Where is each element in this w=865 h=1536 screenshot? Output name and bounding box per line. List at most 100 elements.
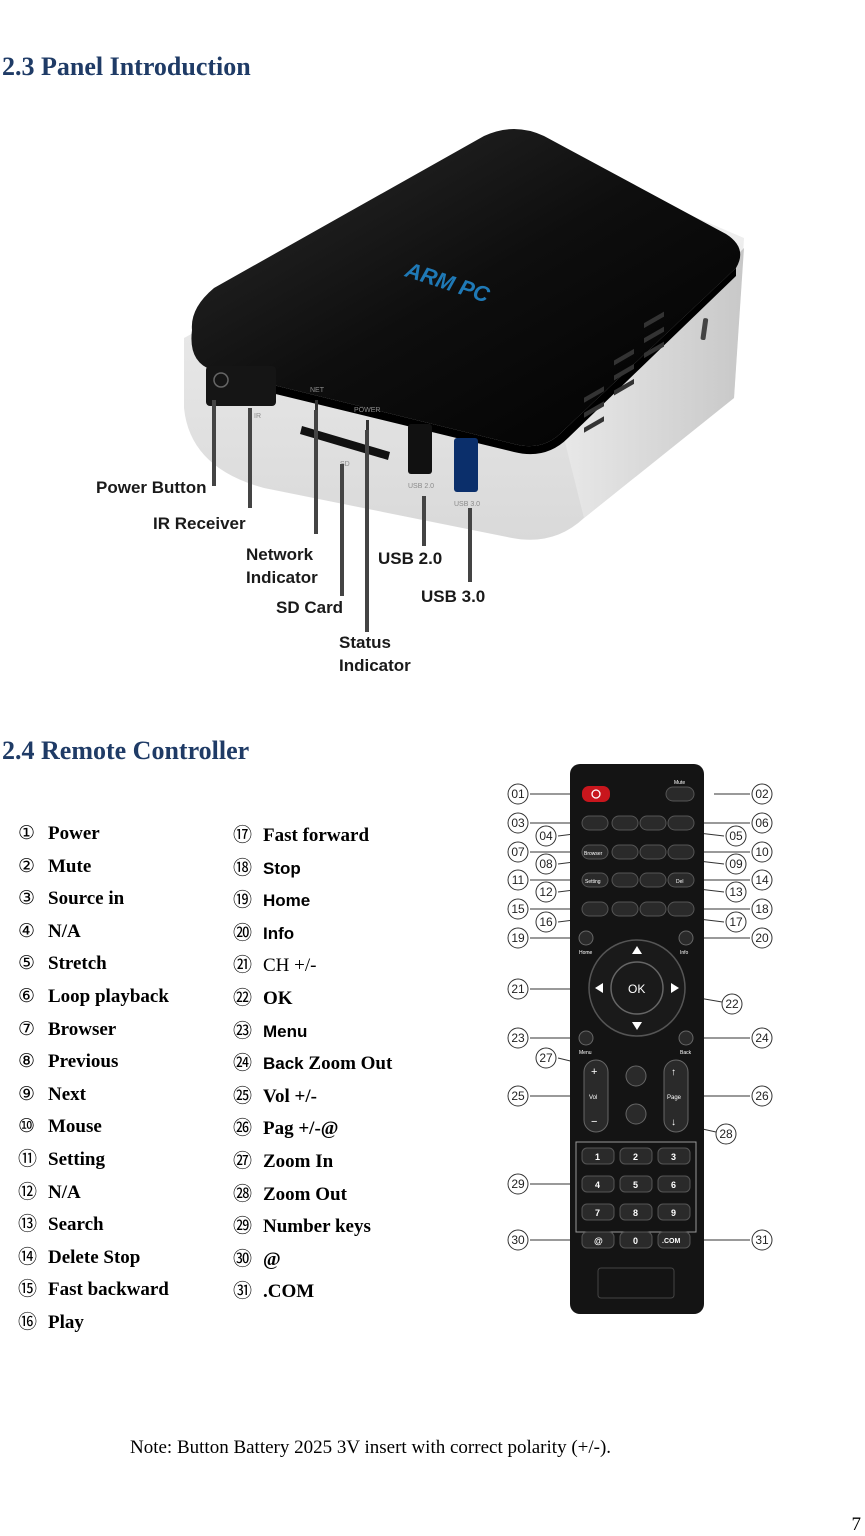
legend-item: ㉛.COM: [233, 1280, 315, 1303]
power-button[interactable]: [206, 366, 276, 406]
remote-zoom-in-key[interactable]: [625, 1065, 647, 1087]
remote-vol-rocker[interactable]: [583, 1059, 609, 1133]
svg-text:2: 2: [633, 1152, 638, 1162]
svg-text:6: 6: [671, 1180, 676, 1190]
remote-key-7[interactable]: [581, 1203, 615, 1221]
remote-key-1[interactable]: [581, 1147, 615, 1165]
callout-circle: [507, 812, 529, 834]
callout-number: 13: [729, 885, 743, 899]
remote-key-3[interactable]: [657, 1147, 691, 1165]
remote-previous-key[interactable]: [611, 844, 639, 860]
remote-ok-key[interactable]: [610, 961, 664, 1015]
page-number: 7: [851, 1514, 862, 1535]
svg-text:NET: NET: [310, 387, 325, 394]
callout-number: 04: [539, 829, 553, 843]
usb3-port: [454, 438, 478, 492]
callout-number: 10: [755, 845, 769, 859]
remote-image: Mute Browser Setting Del Home Info OK Me…: [507, 764, 773, 1314]
svg-text:USB 2.0: USB 2.0: [378, 549, 442, 568]
callout-number: 22: [725, 997, 739, 1011]
device-image: ARM PC IR NET POWER SD USB 2.0 USB 3.0 P…: [64, 108, 800, 710]
callout-number: 27: [539, 1051, 553, 1065]
remote-zoom-out-key[interactable]: [625, 1103, 647, 1125]
svg-text:Home: Home: [579, 950, 593, 956]
remote-loop-key[interactable]: [667, 815, 695, 831]
callout-number: 12: [539, 885, 553, 899]
remote-key-8[interactable]: [619, 1203, 653, 1221]
svg-text:@: @: [594, 1236, 603, 1246]
remote-home-key[interactable]: [578, 930, 594, 946]
svg-text:USB 2.0: USB 2.0: [408, 483, 434, 490]
callout-circle: [751, 1027, 773, 1049]
remote-del-key[interactable]: [667, 872, 695, 888]
callout-circle: [507, 1229, 529, 1251]
callout-number: 25: [511, 1089, 525, 1103]
svg-text:+: +: [591, 1066, 597, 1078]
callout-number: 09: [729, 857, 743, 871]
remote-stop-key[interactable]: [667, 901, 695, 917]
remote-info-key[interactable]: [678, 930, 694, 946]
remote-mouse-key[interactable]: [667, 844, 695, 860]
remote-stretch-key[interactable]: [639, 815, 667, 831]
svg-text:SD: SD: [340, 461, 350, 468]
remote-menu-key[interactable]: [578, 1030, 594, 1046]
svg-text:USB 3.0: USB 3.0: [454, 501, 480, 508]
remote-battery-cover: [597, 1267, 675, 1299]
svg-text:Page: Page: [667, 1095, 682, 1101]
svg-text:8: 8: [633, 1208, 638, 1218]
remote-at-key[interactable]: [581, 1231, 615, 1249]
remote-key-0[interactable]: [619, 1231, 653, 1249]
remote-ffwd-key[interactable]: [639, 901, 667, 917]
legend-item: ㉚@: [233, 1247, 281, 1270]
remote-key-2[interactable]: [619, 1147, 653, 1165]
callout-circle: [535, 1047, 557, 1069]
svg-text:4: 4: [595, 1180, 600, 1190]
remote-com-key[interactable]: [657, 1231, 691, 1249]
remote-setting-key[interactable]: [581, 872, 609, 888]
callout-circle: [507, 1027, 529, 1049]
remote-power-key[interactable]: [582, 786, 610, 802]
vents: [584, 311, 664, 433]
callout-circle: [535, 911, 557, 933]
callout-number: 16: [539, 915, 553, 929]
remote-key-9[interactable]: [657, 1203, 691, 1221]
remote-search-key[interactable]: [639, 872, 667, 888]
remote-next-key[interactable]: [639, 844, 667, 860]
callout-circle: [751, 1229, 773, 1251]
remote-browser-key[interactable]: [581, 844, 609, 860]
callout-number: 06: [755, 816, 769, 830]
net-led: [315, 400, 318, 410]
callout-number: 15: [511, 902, 525, 916]
callout-number: 14: [755, 873, 769, 887]
remote-source-key[interactable]: [581, 815, 609, 831]
remote-play-key[interactable]: [611, 901, 639, 917]
callout-circle: [725, 911, 747, 933]
callout-circle: [725, 825, 747, 847]
svg-text:↑: ↑: [671, 1067, 676, 1078]
remote-back-key[interactable]: [678, 1030, 694, 1046]
remote-key-6[interactable]: [657, 1175, 691, 1193]
remote-rewind-key[interactable]: [581, 901, 609, 917]
callout-circle: [507, 783, 529, 805]
remote-page-rocker[interactable]: [663, 1059, 689, 1133]
remote-key-4[interactable]: [581, 1175, 615, 1193]
remote-key-5[interactable]: [619, 1175, 653, 1193]
callout-circle: [751, 869, 773, 891]
svg-text:IR: IR: [254, 413, 261, 420]
remote-na2-key[interactable]: [611, 872, 639, 888]
remote-mute-key[interactable]: [665, 786, 695, 802]
svg-text:Status: Status: [339, 633, 391, 652]
remote-na-key[interactable]: [611, 815, 639, 831]
callout-number: 02: [755, 787, 769, 801]
callout-circle: [751, 783, 773, 805]
